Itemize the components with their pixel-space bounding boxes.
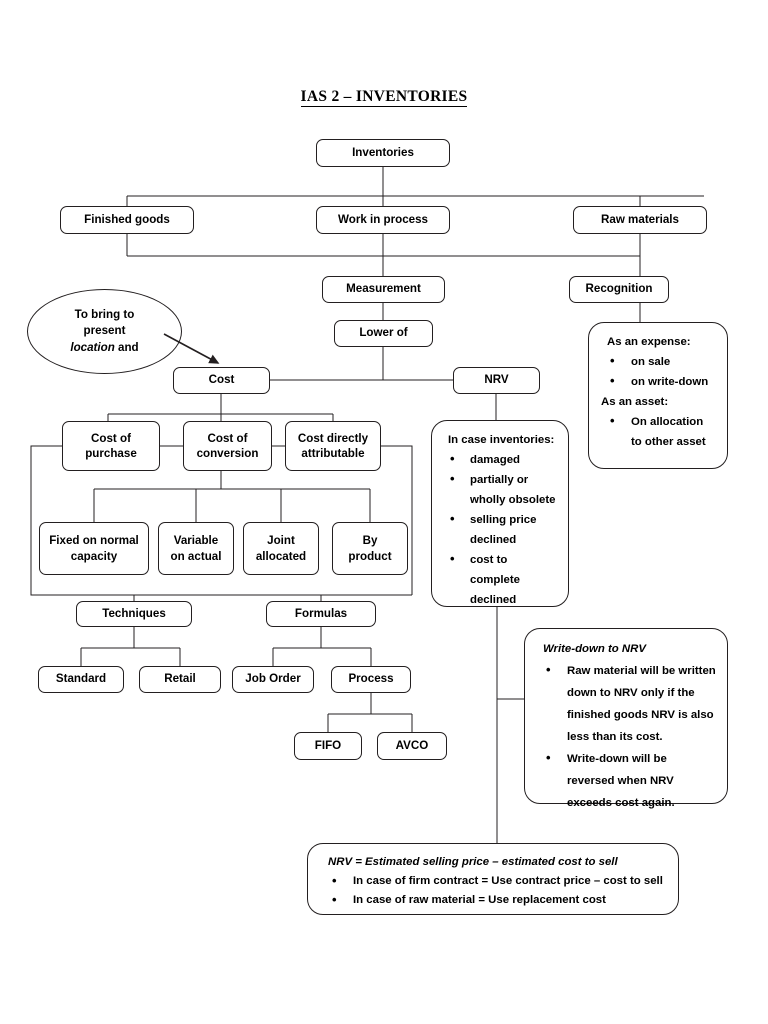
node-work-in-process[interactable]: Work in process <box>316 206 450 234</box>
note-line-3-italic: location <box>70 340 115 354</box>
node-process[interactable]: Process <box>331 666 411 693</box>
nrv-panel-list: damaged partially or wholly obsolete sel… <box>444 449 558 610</box>
node-standard[interactable]: Standard <box>38 666 124 693</box>
node-formulas[interactable]: Formulas <box>266 601 376 627</box>
node-variable-on-actual[interactable]: Variable on actual <box>158 522 234 575</box>
recognition-expense-list: on sale on write-down <box>601 351 717 392</box>
formula-header: NRV = Estimated selling price – estimate… <box>328 856 618 868</box>
list-item: partially or wholly obsolete <box>444 469 558 510</box>
node-measurement[interactable]: Measurement <box>322 276 445 303</box>
list-item: Raw material will be written down to NRV… <box>537 659 717 748</box>
arrow-note-to-cost <box>163 333 220 364</box>
list-item: on sale <box>601 351 717 372</box>
panel-nrv-formula: NRV = Estimated selling price – estimate… <box>307 843 679 915</box>
note-line-2: present <box>83 324 126 338</box>
node-finished-goods[interactable]: Finished goods <box>60 206 194 234</box>
recognition-header-expense: As an expense: <box>607 336 691 348</box>
node-job-order[interactable]: Job Order <box>232 666 314 693</box>
list-item: In case of firm contract = Use contract … <box>320 871 668 891</box>
node-joint-allocated[interactable]: Joint allocated <box>243 522 319 575</box>
node-cost-directly-attributable[interactable]: Cost directly attributable <box>285 421 381 471</box>
list-item: In case of raw material = Use replacemen… <box>320 890 668 910</box>
node-fifo[interactable]: FIFO <box>294 732 362 760</box>
writedown-header: Write-down to NRV <box>543 643 646 655</box>
panel-recognition: As an expense: on sale on write-down As … <box>588 322 728 469</box>
node-recognition[interactable]: Recognition <box>569 276 669 303</box>
list-item: Write-down will be reversed when NRV exc… <box>537 747 717 814</box>
note-line-3-rest: and <box>114 340 139 354</box>
panel-write-down-to-nrv: Write-down to NRV Raw material will be w… <box>524 628 728 809</box>
list-item: On allocation to other asset <box>601 411 717 452</box>
nrv-panel-header: In case inventories: <box>448 434 555 446</box>
list-item: cost to complete declined <box>444 549 558 610</box>
page-title: IAS 2 – INVENTORIES <box>0 88 768 107</box>
writedown-list: Raw material will be written down to NRV… <box>537 659 717 814</box>
page-title-text: IAS 2 – INVENTORIES <box>300 88 468 107</box>
panel-in-case-inventories: In case inventories: damaged partially o… <box>431 420 569 607</box>
node-fixed-on-normal-capacity[interactable]: Fixed on normal capacity <box>39 522 149 575</box>
node-nrv[interactable]: NRV <box>453 367 540 394</box>
node-cost-of-conversion[interactable]: Cost of conversion <box>183 421 272 471</box>
node-cost[interactable]: Cost <box>173 367 270 394</box>
node-raw-materials[interactable]: Raw materials <box>573 206 707 234</box>
formula-list: In case of firm contract = Use contract … <box>320 871 668 910</box>
list-item: selling price declined <box>444 509 558 550</box>
note-line-1: To bring to <box>74 307 135 321</box>
node-lower-of[interactable]: Lower of <box>334 320 433 347</box>
node-cost-of-purchase[interactable]: Cost of purchase <box>62 421 160 471</box>
recognition-asset-list: On allocation to other asset <box>601 411 717 452</box>
node-avco[interactable]: AVCO <box>377 732 447 760</box>
list-item: damaged <box>444 449 558 470</box>
list-item: on write-down <box>601 371 717 392</box>
note-bring-to-present-location: To bring to present location and <box>27 289 182 374</box>
node-techniques[interactable]: Techniques <box>76 601 192 627</box>
node-by-product[interactable]: By product <box>332 522 408 575</box>
node-retail[interactable]: Retail <box>139 666 221 693</box>
node-inventories[interactable]: Inventories <box>316 139 450 167</box>
recognition-header-asset: As an asset: <box>601 396 669 408</box>
